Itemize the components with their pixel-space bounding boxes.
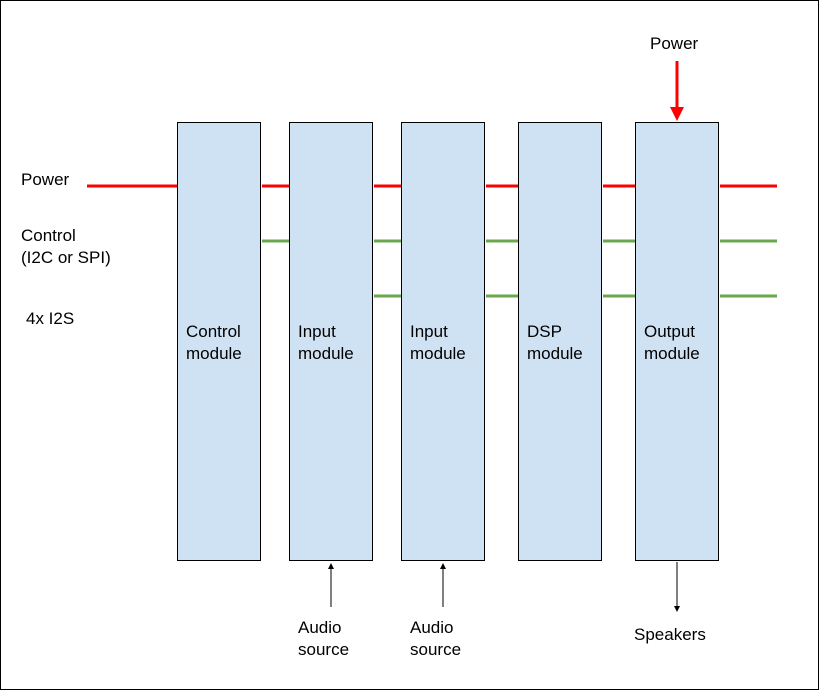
control-module: Control module (177, 122, 261, 561)
input-module-2: Input module (401, 122, 485, 561)
output-module: Output module (635, 122, 719, 561)
audio-source-1-label: Audio source (298, 618, 350, 659)
speakers-arrowhead (674, 606, 680, 612)
i2s-label: 4x I2S (26, 309, 75, 328)
output-module-label: Output module (644, 322, 700, 363)
audio-source-2-arrowhead (440, 563, 446, 569)
control-module-label: Control module (186, 322, 242, 363)
input-module-1-label: Input module (298, 322, 354, 363)
top-power-label: Power (650, 34, 699, 53)
dsp-module: DSP module (518, 122, 602, 561)
control-label: Control (21, 226, 76, 245)
speakers-label: Speakers (634, 625, 706, 644)
control-bus-type-label: (I2C or SPI) (21, 248, 111, 267)
audio-source-2-label: Audio source (410, 618, 462, 659)
input-module-2-label: Input module (410, 322, 466, 363)
dsp-module-label: DSP module (527, 322, 583, 363)
top-power-arrowhead (670, 107, 684, 121)
power-label: Power (21, 170, 70, 189)
audio-source-1-arrowhead (328, 563, 334, 569)
input-module-1: Input module (289, 122, 373, 561)
